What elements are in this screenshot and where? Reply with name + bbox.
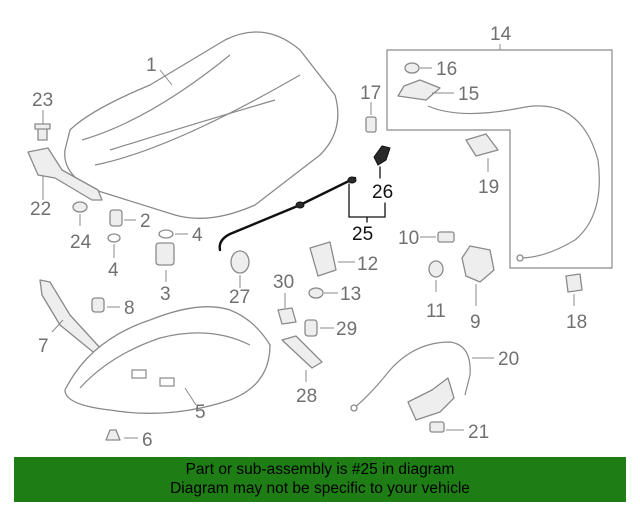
bolt-21 bbox=[429, 421, 445, 433]
callout-7: 7 bbox=[38, 336, 49, 357]
grommet-4a bbox=[107, 233, 121, 243]
clip-6 bbox=[105, 429, 121, 441]
bolt-17 bbox=[365, 116, 377, 133]
grommet-27 bbox=[230, 250, 250, 274]
hinge-bolt bbox=[34, 123, 51, 141]
grommet-11 bbox=[428, 260, 444, 278]
callout-21: 21 bbox=[468, 422, 489, 443]
prop-rod bbox=[218, 176, 357, 252]
hood-insulator bbox=[64, 306, 271, 414]
callout-8: 8 bbox=[124, 298, 135, 319]
bolt-29 bbox=[304, 319, 318, 337]
callout-1: 1 bbox=[146, 55, 157, 76]
hood-panel bbox=[64, 31, 339, 219]
prop-rod-holder bbox=[373, 145, 391, 166]
callout-26: 26 bbox=[372, 182, 393, 203]
callout-27: 27 bbox=[229, 287, 250, 308]
callout-17: 17 bbox=[360, 83, 381, 104]
release-lever bbox=[407, 377, 455, 421]
callout-12: 12 bbox=[357, 254, 378, 275]
grommet-4b bbox=[158, 229, 174, 239]
clip-18 bbox=[565, 273, 583, 293]
clip-24 bbox=[72, 201, 88, 213]
banner-line-1: Part or sub-assembly is #25 in diagram bbox=[185, 461, 455, 478]
callout-19: 19 bbox=[478, 177, 499, 198]
callout-4b: 4 bbox=[192, 225, 203, 246]
release-cable-20 bbox=[353, 341, 471, 409]
info-banner: Part or sub-assembly is #25 in diagram D… bbox=[14, 457, 626, 502]
box-14-outline bbox=[386, 49, 613, 269]
bumper-3 bbox=[155, 242, 175, 266]
release-cable bbox=[427, 105, 600, 259]
clip-16 bbox=[404, 62, 420, 74]
handle-19 bbox=[465, 133, 499, 157]
bracket-12 bbox=[309, 241, 337, 277]
bracket-28 bbox=[281, 335, 323, 369]
callout-13: 13 bbox=[340, 284, 361, 305]
hood-latch bbox=[461, 245, 495, 283]
hood-hinge bbox=[27, 147, 103, 201]
callout-29: 29 bbox=[336, 319, 357, 340]
callout-4a: 4 bbox=[108, 260, 119, 281]
callout-10: 10 bbox=[398, 228, 419, 249]
callout-30: 30 bbox=[273, 272, 294, 293]
callout-5: 5 bbox=[195, 402, 206, 423]
callout-11: 11 bbox=[426, 301, 446, 322]
callout-15: 15 bbox=[458, 84, 479, 105]
callout-14: 14 bbox=[490, 24, 512, 45]
callout-6: 6 bbox=[142, 430, 153, 451]
bumper-2 bbox=[109, 209, 123, 227]
callout-18: 18 bbox=[566, 312, 587, 333]
bracket-7 bbox=[39, 279, 103, 357]
callout-16: 16 bbox=[436, 59, 457, 80]
clip-8 bbox=[91, 297, 105, 313]
pad-30 bbox=[277, 307, 297, 325]
callout-24: 24 bbox=[70, 232, 92, 253]
callout-20: 20 bbox=[498, 349, 519, 370]
callout-23: 23 bbox=[32, 90, 53, 111]
callout-28: 28 bbox=[296, 386, 317, 407]
callout-2: 2 bbox=[140, 211, 151, 232]
bracket-15 bbox=[397, 79, 441, 101]
banner-line-2: Diagram may not be specific to your vehi… bbox=[170, 480, 470, 497]
callout-3: 3 bbox=[160, 284, 171, 305]
callout-25: 25 bbox=[352, 224, 373, 245]
callout-9: 9 bbox=[470, 312, 481, 333]
bolt-10 bbox=[437, 231, 455, 243]
callout-22: 22 bbox=[30, 199, 51, 220]
nut-13 bbox=[308, 287, 324, 299]
